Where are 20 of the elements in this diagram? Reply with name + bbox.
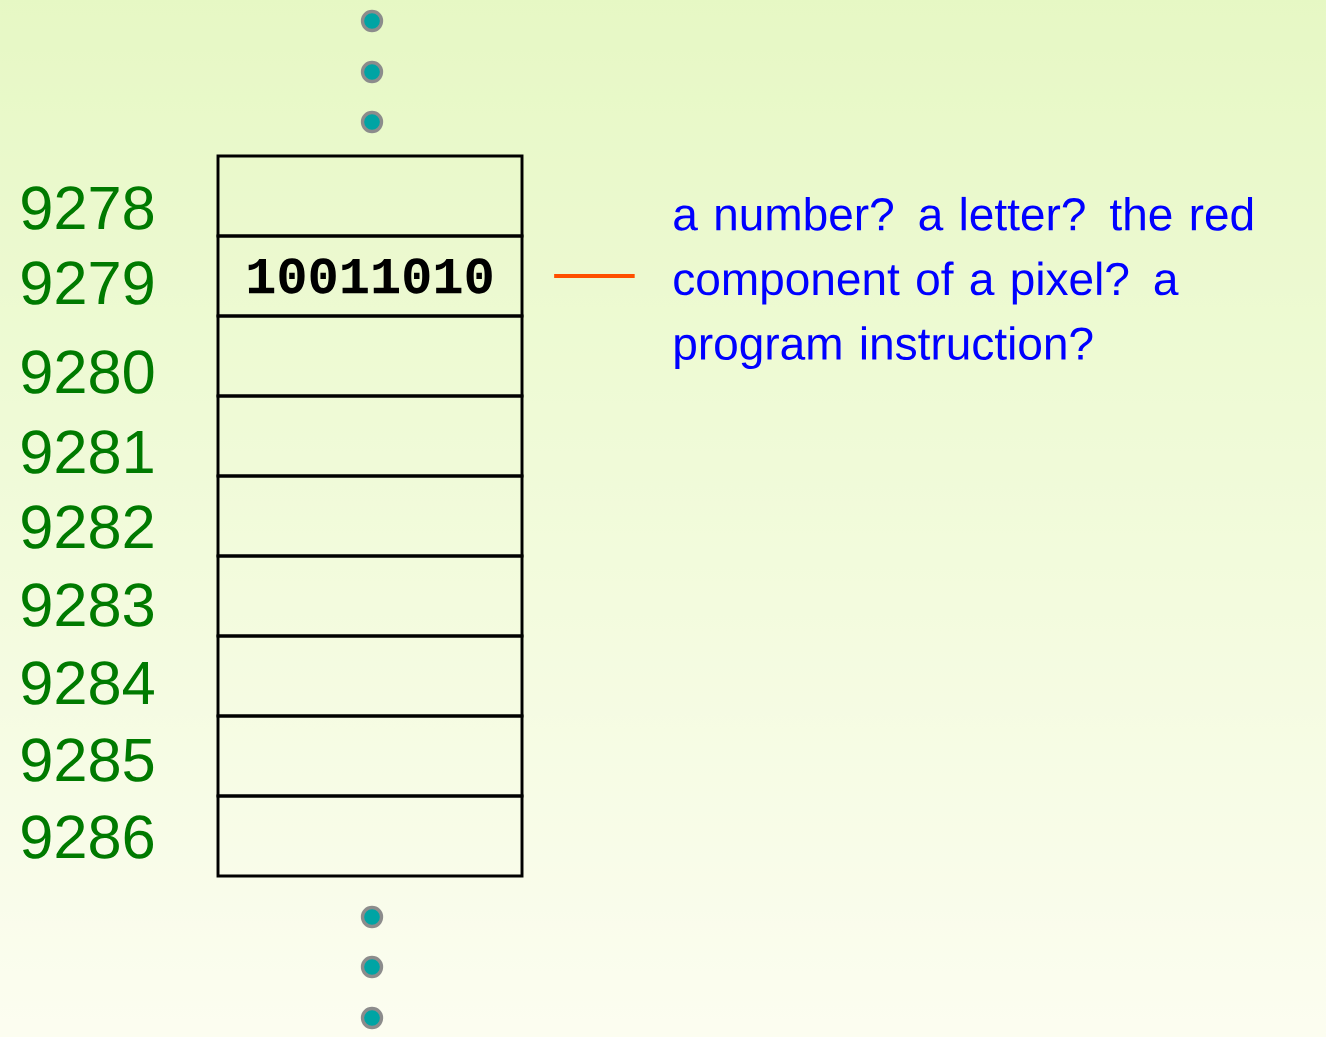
memory-cell	[216, 154, 524, 238]
address-label: 9280	[22, 350, 154, 394]
address-label: 9284	[22, 661, 154, 705]
memory-cell	[216, 474, 524, 558]
address-label: 9278	[22, 186, 154, 230]
memory-cell	[216, 634, 524, 718]
memory-cell	[216, 554, 524, 638]
callout-text: a number? a letter? the red component of a pixel? a program instruction?	[674, 196, 1253, 370]
address-label: 9281	[22, 430, 153, 474]
address-label: 9285	[22, 738, 154, 782]
memory-cell: 10011010	[216, 234, 524, 318]
memory-cell	[216, 314, 524, 398]
address-label: 9279	[22, 261, 153, 305]
memory-cell	[216, 794, 524, 878]
address-label: 9283	[22, 583, 153, 627]
address-label: 9282	[22, 505, 153, 549]
memory-cell	[216, 714, 524, 798]
connector-line	[554, 274, 635, 278]
address-label: 9286	[22, 815, 153, 859]
memory-cell	[216, 394, 524, 478]
